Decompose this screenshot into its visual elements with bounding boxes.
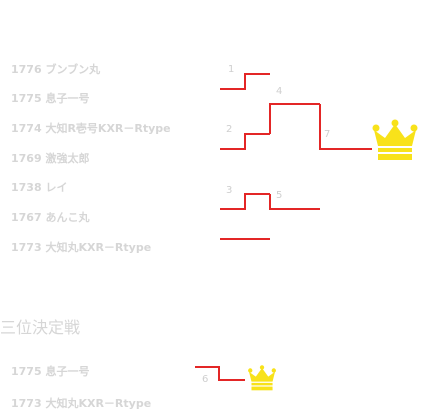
entry-1769: 1769 激強太郎 — [11, 152, 90, 165]
third-place-entry-1773: 1773 大知丸KXR－Rtype — [11, 397, 152, 410]
entry-1738: 1738 レイ — [11, 181, 68, 194]
match-7-line — [319, 104, 372, 150]
crown-icon — [372, 119, 418, 160]
entry-1767: 1767 あんこ丸 — [11, 211, 90, 224]
entry-1776: 1776 ブンブン丸 — [11, 63, 101, 76]
entry-1775: 1775 息子一号 — [11, 92, 90, 105]
match-number-1: 1 — [228, 64, 235, 75]
entry-1773: 1773 大知丸KXR－Rtype — [11, 241, 152, 254]
crown-icon — [248, 365, 276, 391]
match-5-line — [269, 194, 320, 210]
match-6-line — [195, 366, 245, 381]
entry-1774: 1774 大知R壱号KXR－Rtype — [11, 122, 171, 135]
third-place-entry-1775: 1775 息子一号 — [11, 365, 90, 378]
match-number-6: 6 — [202, 374, 209, 385]
match-2-line — [220, 133, 270, 150]
match-number-5: 5 — [276, 190, 283, 201]
match-number-7: 7 — [324, 129, 331, 140]
match-1-line — [220, 73, 270, 90]
match-number-4: 4 — [276, 86, 283, 97]
match-number-3: 3 — [226, 185, 233, 196]
match-3-line — [220, 193, 270, 210]
match-number-2: 2 — [226, 124, 233, 135]
match-4-line — [269, 103, 320, 134]
third-place-title: 三位決定戦 — [0, 318, 81, 337]
